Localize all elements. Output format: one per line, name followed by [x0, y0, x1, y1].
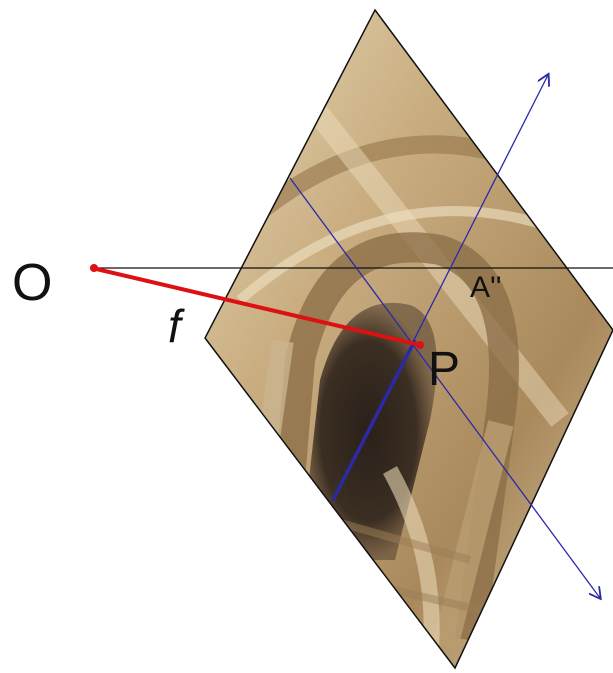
origin-label: O: [12, 254, 52, 312]
principal-point-dot: [416, 341, 424, 349]
principal-point-label: P: [428, 343, 460, 396]
focal-length-label: f: [168, 300, 185, 352]
origin-dot: [90, 264, 98, 272]
projected-point-label: A'': [470, 271, 501, 304]
